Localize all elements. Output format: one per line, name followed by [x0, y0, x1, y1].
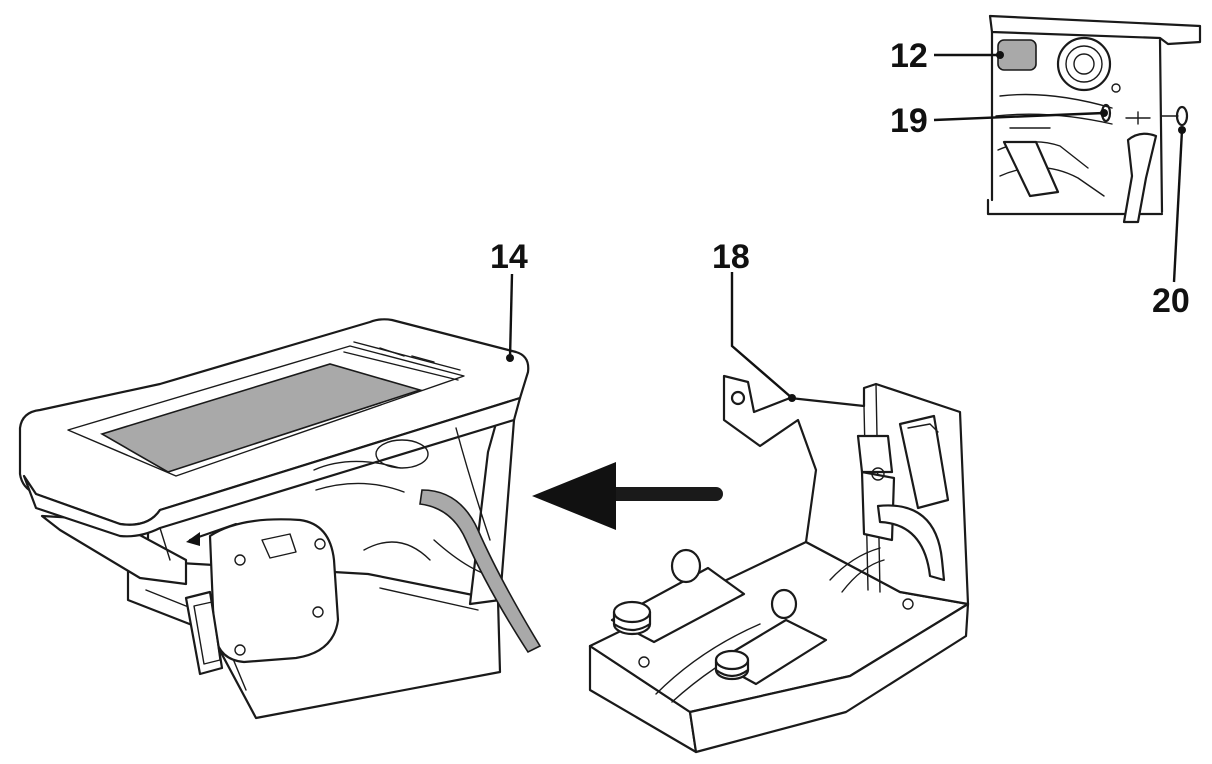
leader-18 — [730, 272, 793, 399]
callout-labels: 12 19 20 14 18 — [490, 37, 1190, 320]
callout-18: 18 — [712, 238, 750, 276]
component-14 — [18, 318, 542, 720]
leader-14 — [508, 273, 514, 359]
callout-20: 20 — [1152, 282, 1190, 320]
lid-panel-shape — [100, 363, 423, 473]
leader-19 — [933, 111, 1105, 122]
leader-20 — [1172, 129, 1184, 283]
leader-lines — [506, 51, 1186, 402]
insertion-direction-arrow — [532, 462, 723, 530]
bracket-18 — [588, 374, 970, 754]
detail-inset — [986, 14, 1202, 224]
motor-cover-shape — [208, 518, 340, 664]
callout-14: 14 — [490, 238, 528, 276]
callout-12: 12 — [890, 37, 928, 75]
callout-19: 19 — [890, 102, 928, 140]
ribbon-cable-shape — [419, 489, 542, 654]
